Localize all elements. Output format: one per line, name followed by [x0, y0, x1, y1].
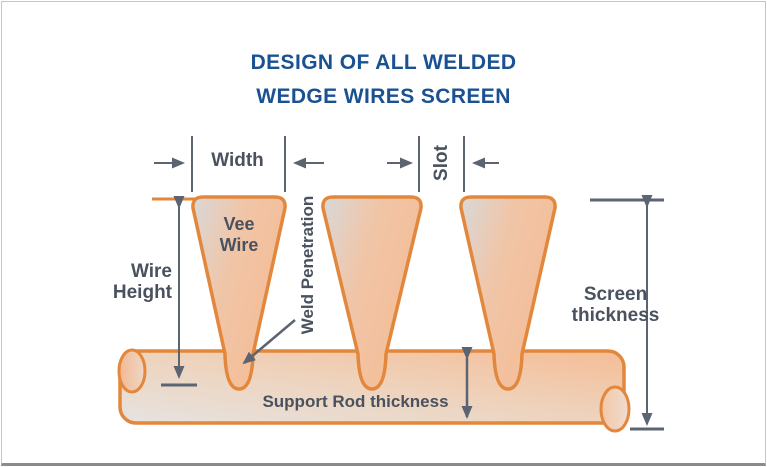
title-line-1: DESIGN OF ALL WELDED [250, 51, 517, 74]
screen-thickness-label-line-2: thickness [571, 305, 660, 326]
support-rod-end-left [117, 348, 147, 394]
wire-height-label-line-1: Wire [130, 261, 172, 282]
vee-wire-label-line-1: Vee [223, 214, 255, 234]
wire-height-label-line-2: Height [112, 282, 172, 303]
vee-wire-3 [459, 195, 557, 391]
screen-thickness-dimension [590, 195, 664, 431]
width-dimension [154, 136, 324, 192]
weld-penetration-pointer-arrow [242, 319, 296, 365]
width-label: Width [211, 150, 264, 171]
slot-label: Slot [430, 145, 452, 181]
screen-thickness-label-line-1: Screen [583, 284, 648, 305]
vee-wire-2 [321, 195, 423, 391]
support-rod-end-right [599, 385, 631, 433]
vee-wire-label-line-2: Wire [219, 235, 259, 255]
title-line-2: WEDGE WIRES SCREEN [256, 85, 511, 108]
slot-dimension [387, 136, 499, 192]
wire-height-label: Wire Height [60, 261, 172, 303]
diagram-title: DESIGN OF ALL WELDED WEDGE WIRES SCREEN [2, 46, 765, 114]
weld-penetration-label: Weld Penetration [298, 195, 317, 335]
wire-height-dimension [161, 196, 197, 387]
support-rod-thickness-label: Support Rod thickness [262, 392, 449, 411]
vee-wire-label: Vee Wire [199, 214, 279, 256]
screen-thickness-label: Screen thickness [558, 284, 673, 326]
vee-wire-1 [191, 195, 287, 391]
